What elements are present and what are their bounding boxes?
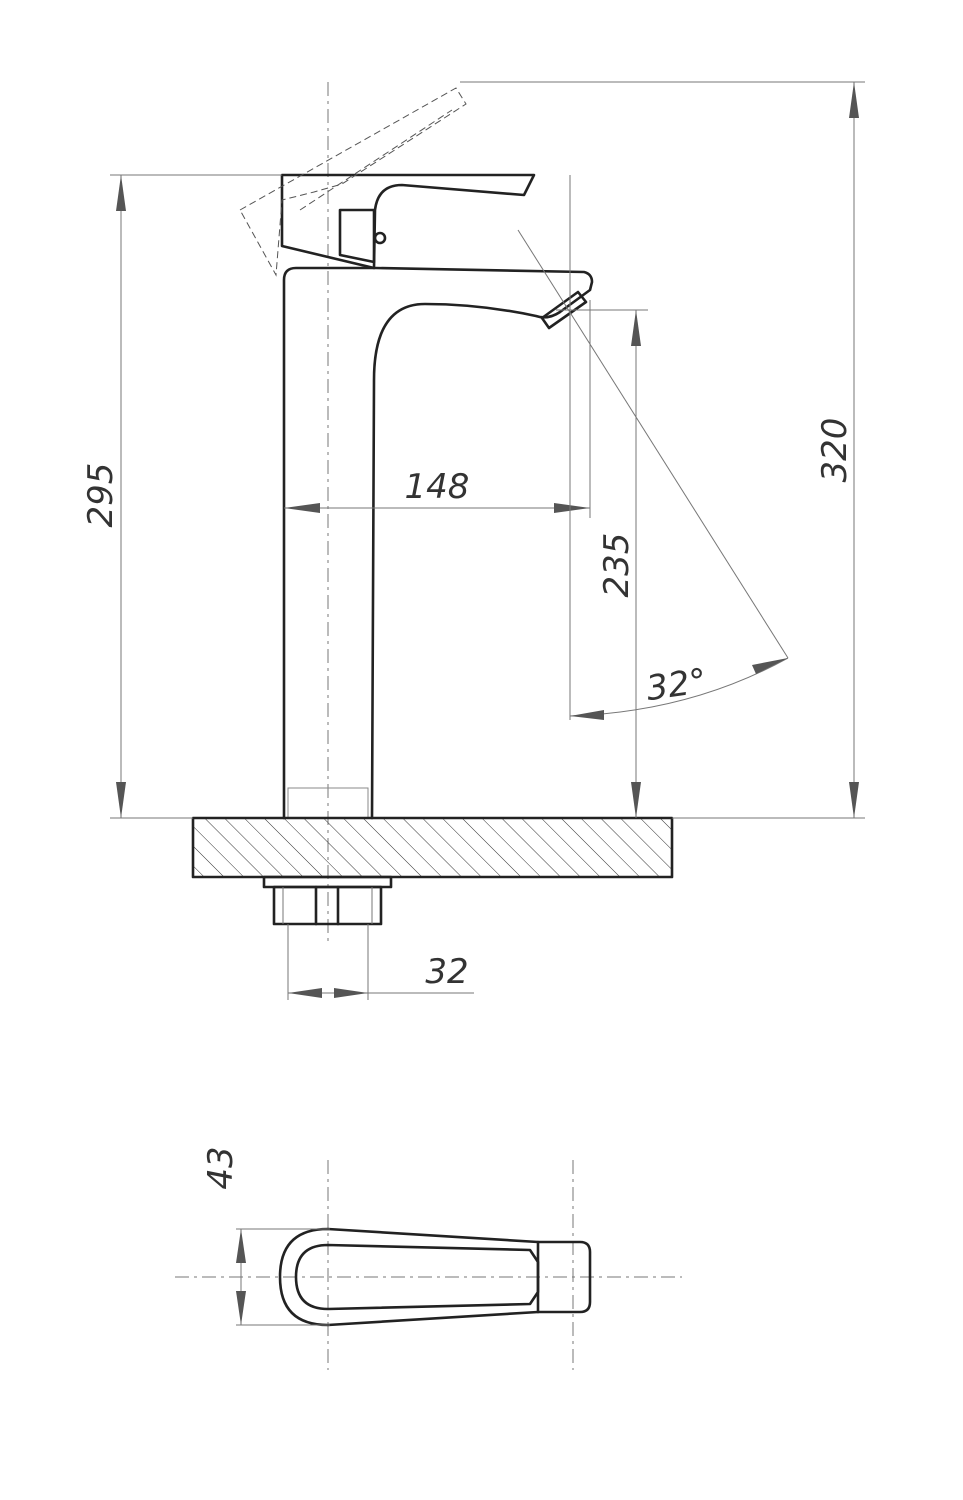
dim-label-235: 235 <box>597 533 637 598</box>
dim-top-width: 43 <box>201 1146 330 1326</box>
dim-handle-angle: 32° <box>517 175 789 720</box>
side-view: 320 295 148 235 <box>81 81 865 1000</box>
top-handle-outline <box>278 1227 592 1327</box>
top-view: 43 <box>175 1146 682 1370</box>
top-handle-inner <box>294 1243 540 1311</box>
handle-screw <box>373 231 387 245</box>
dim-label-295: 295 <box>81 463 121 528</box>
faucet-body-outline <box>282 266 594 820</box>
countertop-deck-hatch <box>193 818 672 877</box>
dim-height-body: 295 <box>81 174 282 819</box>
dim-label-32: 32 <box>425 952 468 992</box>
dim-height-total: 320 <box>460 81 865 819</box>
phantom-handle-line <box>299 109 453 211</box>
dim-label-320: 320 <box>815 418 855 483</box>
handle-cartridge <box>338 208 376 264</box>
dim-label-148: 148 <box>405 467 470 507</box>
mounting-nut <box>272 885 383 926</box>
countertop-deck <box>191 816 674 879</box>
lever-handle-raised-phantom <box>239 87 467 277</box>
spout-tip <box>540 290 588 330</box>
dim-spout-height: 235 <box>556 309 648 818</box>
dim-label-43: 43 <box>201 1146 241 1189</box>
dim-base-diameter: 32 <box>287 924 474 1000</box>
dim-label-angle: 32° <box>644 661 709 709</box>
dim-spout-reach: 148 <box>284 300 591 518</box>
lever-handle <box>280 173 536 270</box>
